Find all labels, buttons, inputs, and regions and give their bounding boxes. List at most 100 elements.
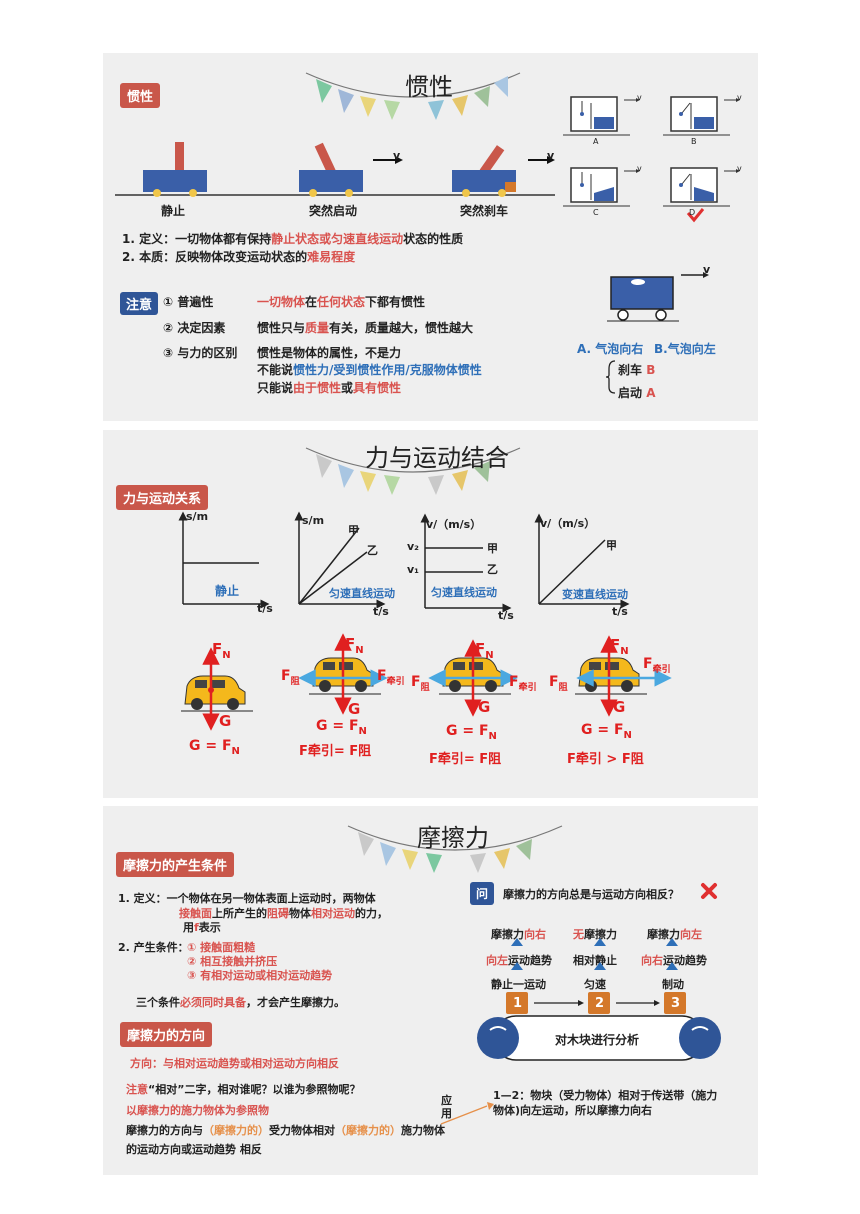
bunting-decoration (305, 447, 521, 495)
note-universality-label: ① 普遍性 (163, 295, 214, 309)
analysis-answer-b: 物体)向左运动，所以摩擦力向右 (493, 1104, 653, 1117)
graph1-caption: 静止 (215, 584, 240, 598)
condition-3: ③ 有相对运动或相对运动趋势 (187, 969, 333, 982)
graph2-line2: 乙 (367, 544, 378, 557)
eq-car2-g: G = FN (316, 718, 367, 737)
direction-note-line1: 摩擦力的方向与（摩擦力的）受力物体相对（摩擦力的）施力物体 (126, 1124, 445, 1137)
eq-car4-g: G = FN (581, 722, 632, 741)
g-label-car3: G (478, 698, 491, 716)
col1-top: 摩擦力向右 (491, 928, 546, 941)
friction-definition-a: 1. 定义：一个物体在另一物体表面上运动时，两物体 (118, 892, 376, 905)
note-difference-line1: 惯性是物体的属性，不是力 (257, 346, 402, 360)
reference-note: 以摩擦力的施力物体为参照物 (126, 1104, 269, 1117)
block-number-1: 1 (513, 996, 523, 1011)
velocity-label: v (547, 149, 555, 162)
box-label-c: C (593, 208, 599, 217)
inertia-definition: 1. 定义：一切物体都有保持静止状态或匀速直线运动状态的性质 (122, 232, 464, 246)
friction-panel: 摩擦力 摩擦力的产生条件 1. 定义：一个物体在另一物体表面上运动时，两物体 接… (103, 806, 758, 1175)
graph2-ylabel: s/m (302, 514, 325, 527)
col1-mid: 向左运动趋势 (486, 954, 552, 967)
cart-label-static: 静止 (161, 204, 186, 218)
note-difference-line3: 只能说由于惯性或具有惯性 (257, 381, 402, 395)
direction-rule: 方向：与相对运动趋势或相对运动方向相反 (130, 1057, 339, 1070)
bunting-decoration (305, 72, 521, 120)
eq-car2-f: F牵引= F阻 (299, 744, 372, 759)
fzu-label-car4: F阻 (549, 674, 568, 693)
fn-label-car1: FN (212, 640, 231, 661)
brake-label: 刹车 B (618, 363, 656, 377)
eq-car1: G = FN (189, 738, 240, 757)
force-motion-title: 力与运动结合 (365, 444, 509, 472)
col1-bottom: 静止一运动 (491, 978, 546, 991)
velocity-label: v (393, 149, 401, 162)
note-factor: 惯性只与质量有关，质量越大，惯性越大 (257, 321, 474, 335)
conveyor-caption: 对木块进行分析 (555, 1033, 640, 1047)
graph4-xlabel: t/s (612, 605, 628, 618)
friction-definition-b: 接触面上所产生的阻碍物体相对运动的力， (179, 907, 388, 920)
g-label-car4: G (613, 698, 626, 716)
fqian-label-car3: F牵引 (509, 674, 537, 693)
graph4-line1: 甲 (606, 539, 617, 552)
col3-bottom: 制动 (662, 978, 684, 991)
force-motion-tag: 力与运动关系 (116, 485, 209, 510)
motion-graphs (178, 511, 630, 613)
velocity-label: v (737, 93, 742, 102)
friction-title: 摩擦力 (417, 824, 489, 852)
eq-car3-g: G = FN (446, 723, 497, 742)
graph1-xlabel: t/s (257, 602, 273, 615)
bubble-option-a: A. 气泡向右 (577, 342, 644, 356)
graph3-caption: 匀速直线运动 (431, 586, 497, 599)
box-label-b: B (691, 137, 697, 146)
note-factor-label: ② 决定因素 (163, 321, 226, 335)
cart-label-start: 突然启动 (309, 204, 358, 218)
note-tag: 注意 (120, 292, 159, 315)
direction-note-line2: 的运动方向或运动趋势 相反 (126, 1143, 262, 1156)
graph3-line1: 甲 (487, 542, 498, 555)
fqian-label-car2: F牵引 (377, 668, 405, 687)
box-label-a: A (593, 137, 599, 146)
friction-tag-direction: 摩擦力的方向 (120, 1022, 213, 1047)
eq-car3-f: F牵引= F阻 (429, 752, 502, 767)
cart-label-brake: 突然刹车 (460, 204, 509, 218)
inertia-panel: 惯性 惯性 v v 静止 突然启动 突然刹车 1. 定义：一切物体都有保持静止状… (103, 53, 758, 421)
bubble-option-b: B.气泡向左 (654, 342, 716, 356)
analysis-answer-a: 1—2：物块（受力物体）相对于传送带（施力 (493, 1089, 718, 1102)
three-conditions-note: 三个条件必须同时具备，才会产生摩擦力。 (136, 996, 345, 1009)
velocity-label: v (637, 164, 642, 173)
fqian-label-car4: F牵引 (643, 656, 671, 675)
friction-definition-c: 用f表示 (183, 921, 221, 934)
velocity-label: v (737, 164, 742, 173)
graph2-caption: 匀速直线运动 (329, 587, 395, 600)
eq-car4-f: F牵引 > F阻 (567, 752, 644, 767)
note-difference-label: ③ 与力的区别 (163, 346, 238, 360)
inertia-carts-scene (115, 142, 555, 197)
col2-bottom: 匀速 (584, 978, 606, 991)
col3-mid: 向右运动趋势 (641, 954, 707, 967)
note-difference-line2: 不能说惯性力/受到惯性作用/克服物体惯性 (257, 363, 482, 377)
conveyor-belt-diagram (477, 938, 721, 1061)
friction-tag-conditions: 摩擦力的产生条件 (116, 852, 235, 877)
bunting-decoration (347, 825, 563, 873)
fn-label-car2: FN (345, 635, 364, 656)
graph4-caption: 变速直线运动 (562, 588, 628, 601)
inertia-tag: 惯性 (120, 83, 161, 108)
graph1-ylabel: s/m (186, 510, 209, 523)
block-number-3: 3 (671, 996, 681, 1011)
graph3-v1: v₁ (407, 563, 419, 576)
graph3-v2: v₂ (407, 540, 419, 553)
bubble-tank-cart (607, 272, 709, 322)
inertia-title: 惯性 (405, 73, 453, 101)
graph3-ylabel: v/（m/s） (426, 518, 482, 531)
velocity-label: v (703, 263, 711, 276)
box-label-d: D (689, 208, 696, 217)
force-motion-panel: 力与运动结合 力与运动关系 s/m t/s 静止 s/m t/s 甲 乙 匀速直… (103, 430, 758, 798)
col2-top: 无摩擦力 (573, 928, 617, 941)
relative-note: 注意“相对”二字，相对谁呢？以谁为参照物呢？ (126, 1083, 361, 1096)
g-label-car2: G (348, 700, 361, 718)
col3-top: 摩擦力向左 (647, 928, 702, 941)
fzu-label-car2: F阻 (281, 668, 300, 687)
g-label-car1: G (219, 712, 232, 730)
col2-mid: 相对静止 (573, 954, 617, 967)
pendulum-boxes (563, 96, 740, 223)
apply-label: 应用 (441, 1094, 452, 1120)
